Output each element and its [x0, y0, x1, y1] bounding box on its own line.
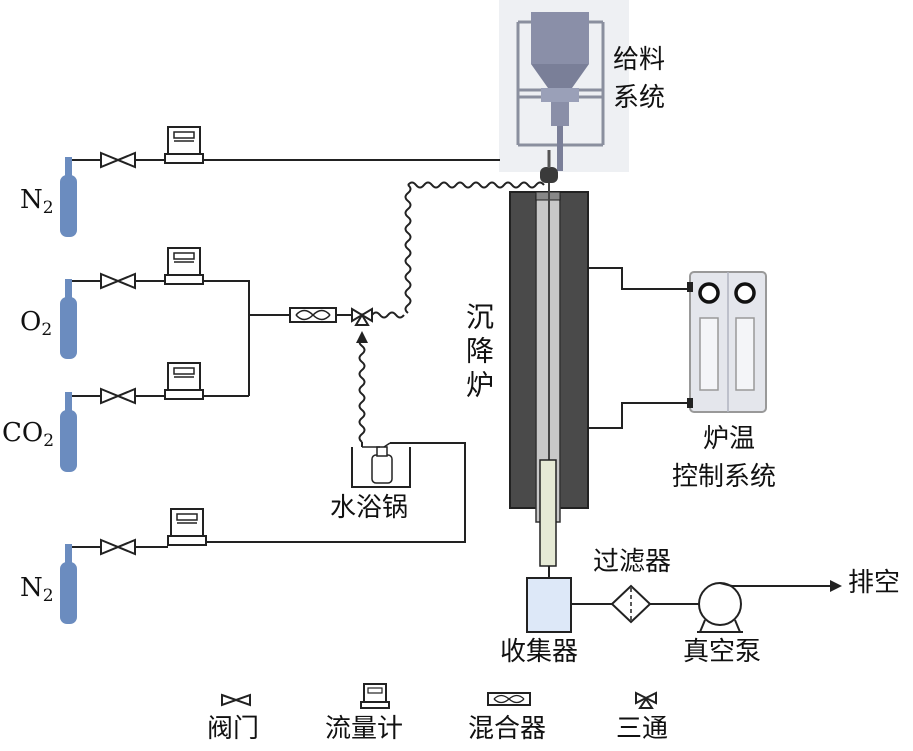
collector — [526, 577, 572, 633]
temperature-control-cabinet — [687, 271, 767, 413]
vacuum-pump-label: 真空泵 — [683, 637, 762, 667]
temp-control-label-line1: 炉温 — [703, 424, 756, 454]
flowmeter-co2 — [164, 362, 204, 400]
legend-three-way-label: 三通 — [616, 714, 669, 744]
cylinder-n2-bottom — [60, 544, 77, 624]
gas-n2-bottom-main: N — [20, 573, 43, 603]
furnace-label: 沉降炉 — [462, 302, 495, 404]
temp-control-label-line2: 控制系统 — [672, 462, 777, 492]
legend-valve-label: 阀门 — [207, 714, 260, 744]
gas-co2-sub: 2 — [43, 431, 55, 451]
gas-label-o2: O2 — [20, 307, 52, 340]
cylinder-co2 — [60, 392, 77, 472]
flowmeter-n2-top — [164, 126, 204, 164]
legend-mixer-symbol — [487, 692, 531, 706]
gas-o2-sub: 2 — [41, 320, 53, 340]
gas-n2-top-sub: 2 — [42, 198, 54, 218]
gas-label-co2: CO2 — [2, 418, 54, 451]
gas-lines — [68, 159, 832, 605]
gas-n2-bottom-sub: 2 — [42, 586, 54, 606]
flowmeter-n2-bottom — [167, 508, 207, 546]
valve-n2-top — [100, 152, 136, 168]
coiled-tube-from-water-bath — [358, 337, 366, 443]
settling-furnace — [509, 183, 589, 578]
water-bath — [351, 442, 411, 488]
valve-o2 — [100, 273, 136, 289]
legend-flowmeter-label: 流量计 — [325, 714, 404, 744]
gas-o2-main: O — [20, 307, 42, 337]
cylinder-n2-top — [60, 157, 77, 237]
three-way-valve — [351, 307, 373, 326]
valve-co2 — [100, 388, 136, 404]
flowmeter-o2 — [164, 247, 204, 285]
legend-valve-symbol — [221, 693, 251, 707]
filter — [610, 584, 652, 624]
cylinder-o2 — [60, 279, 77, 359]
gas-co2-main: CO — [2, 418, 44, 448]
feed-nozzle — [540, 167, 558, 183]
legend-flowmeter-symbol — [360, 683, 390, 709]
collector-label: 收集器 — [500, 637, 579, 667]
exhaust-label: 排空 — [848, 568, 901, 598]
water-bath-label: 水浴锅 — [330, 493, 409, 523]
hopper — [531, 12, 589, 171]
valve-n2-bottom — [100, 539, 136, 555]
feed-system-label-line1: 给料 — [613, 45, 666, 75]
coiled-tube-to-furnace — [371, 181, 545, 319]
filter-label: 过滤器 — [593, 547, 672, 577]
mixer — [289, 307, 337, 323]
feed-system — [499, 0, 629, 183]
gas-n2-top-main: N — [20, 185, 43, 215]
gas-label-n2-bottom: N2 — [20, 573, 54, 606]
legend-mixer-label: 混合器 — [468, 714, 547, 744]
gas-label-n2-top: N2 — [20, 185, 54, 218]
feed-system-label-line2: 系统 — [613, 83, 666, 113]
legend-three-way-symbol — [635, 691, 657, 709]
legend — [221, 683, 657, 709]
vacuum-pump — [697, 582, 743, 633]
sampling-probe — [539, 459, 557, 567]
